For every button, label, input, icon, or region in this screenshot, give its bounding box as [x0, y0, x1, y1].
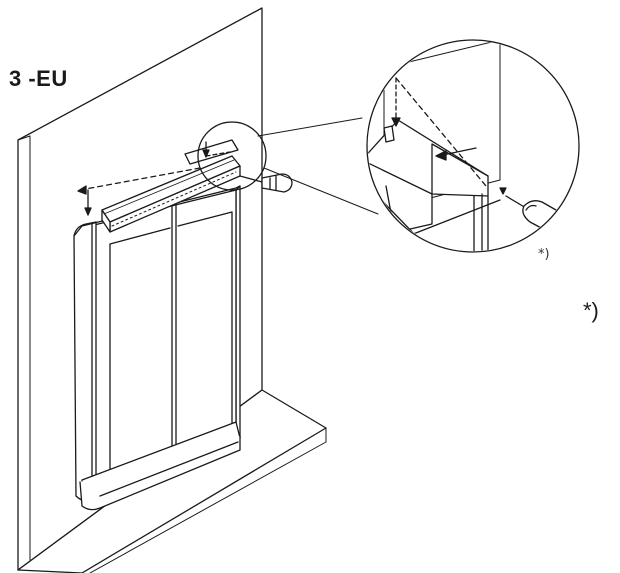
step-label: 3 -EU — [9, 66, 68, 91]
screwdriver-small — [239, 173, 293, 193]
screw-arrows — [77, 141, 231, 216]
footnote-marker: *) — [583, 298, 599, 323]
detail-footnote-marker: *) — [538, 247, 550, 262]
magnifier-source-circle — [197, 117, 379, 215]
detail-circle — [366, 39, 580, 253]
cabinet — [73, 185, 241, 511]
